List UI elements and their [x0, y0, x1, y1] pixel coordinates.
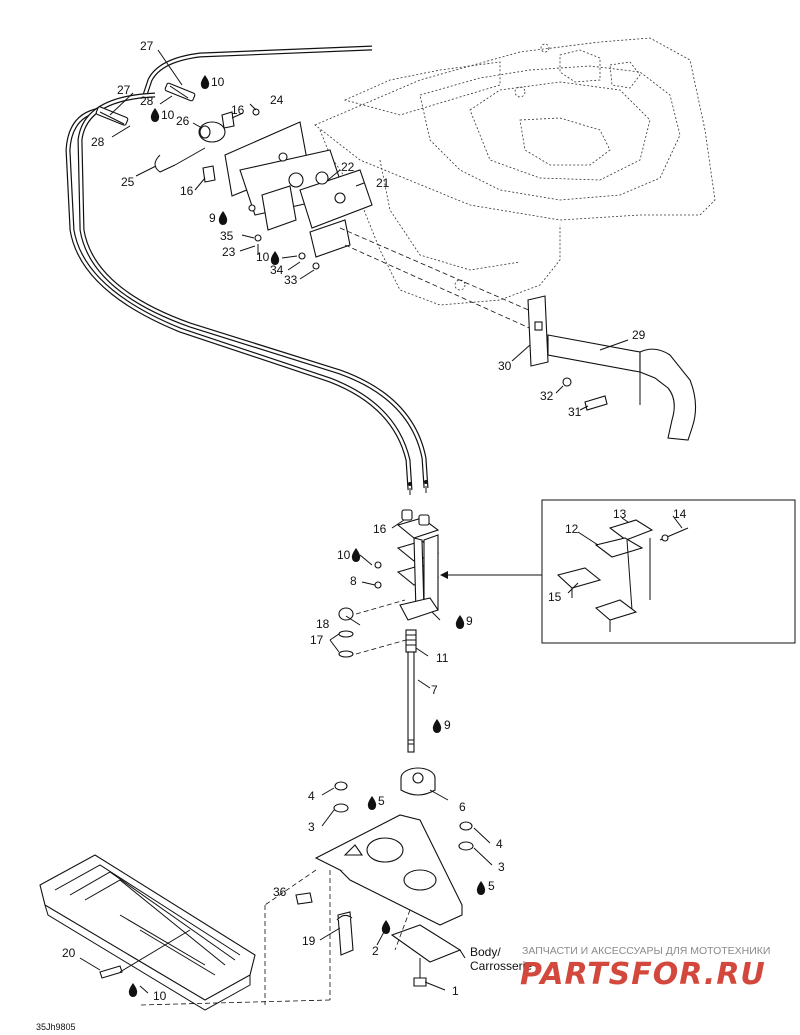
callout-30: 30 — [498, 359, 512, 373]
footrest — [39, 854, 256, 1011]
callout-12: 12 — [565, 522, 579, 536]
middle-bracket — [329, 509, 542, 753]
callout-10: 10 — [161, 108, 175, 122]
callout-3: 3 — [498, 860, 505, 874]
cable-end-lower — [95, 106, 129, 126]
callout-27: 27 — [140, 39, 154, 53]
callout-33: 33 — [284, 273, 298, 287]
callout-13: 13 — [613, 507, 627, 521]
callout-10: 10 — [337, 548, 351, 562]
callout-5: 5 — [378, 794, 385, 808]
vehicle-body-outline — [314, 37, 716, 306]
callout-3: 3 — [308, 820, 315, 834]
loctite-drop-icon — [455, 615, 465, 629]
callout-9: 9 — [444, 718, 451, 732]
callout-34: 34 — [270, 263, 284, 277]
callout-16: 16 — [180, 184, 194, 198]
loctite-drop-icon — [381, 920, 391, 934]
callout-6: 6 — [459, 800, 466, 814]
watermark-brand: PARTSFOR.RU — [520, 957, 766, 992]
callout-28: 28 — [91, 135, 105, 149]
callout-31: 31 — [568, 405, 582, 419]
callout-10: 10 — [256, 250, 270, 264]
callout-4: 4 — [496, 837, 503, 851]
watermark-tagline: ЗАПЧАСТИ И АКСЕССУАРЫ ДЛЯ МОТОТЕХНИКИ — [522, 945, 770, 957]
callout-10: 10 — [153, 989, 167, 1003]
callout-25: 25 — [121, 175, 135, 189]
loctite-drop-icon — [432, 719, 442, 733]
callout-17: 17 — [310, 633, 324, 647]
shift-cables — [65, 45, 429, 495]
callout-15: 15 — [548, 590, 562, 604]
callout-11: 11 — [436, 651, 449, 665]
loctite-drop-icons — [128, 75, 486, 997]
loctite-drop-icon — [476, 881, 486, 895]
body-label: Body/ — [470, 945, 501, 959]
callout-32: 32 — [540, 389, 554, 403]
callout-8: 8 — [350, 574, 357, 588]
cable-end-upper — [164, 82, 196, 102]
callout-16: 16 — [231, 103, 245, 117]
loctite-drop-icon — [128, 983, 138, 997]
callout-21: 21 — [376, 176, 390, 190]
callout-5: 5 — [488, 879, 495, 893]
callout-28: 28 — [140, 94, 154, 108]
callout-4: 4 — [308, 789, 315, 803]
loctite-drop-icon — [270, 251, 280, 265]
callout-numbers: 27 10 27 28 10 16 24 26 28 25 16 22 21 9… — [36, 39, 687, 1032]
callout-9: 9 — [466, 614, 473, 628]
callout-14: 14 — [673, 507, 687, 521]
figure-code: 35Jh9805 — [36, 1022, 76, 1032]
loctite-drop-icon — [200, 75, 210, 89]
shifter-assembly — [154, 108, 373, 270]
watermark: ЗАПЧАСТИ И АКСЕССУАРЫ ДЛЯ МОТОТЕХНИКИ PA… — [520, 945, 770, 992]
callout-19: 19 — [302, 934, 316, 948]
carrosserie-label: Carrosserie — [470, 959, 532, 973]
callout-2: 2 — [372, 944, 379, 958]
detail-inset — [541, 499, 796, 644]
callout-leaders-upper — [109, 49, 546, 336]
loctite-drop-icon — [351, 548, 361, 562]
callout-18: 18 — [316, 617, 330, 631]
callout-10: 10 — [211, 75, 225, 89]
callout-9: 9 — [209, 211, 216, 225]
callout-29: 29 — [632, 328, 646, 342]
callout-20: 20 — [62, 946, 76, 960]
shift-lever — [511, 295, 697, 441]
loctite-drop-icon — [218, 211, 228, 225]
callout-35: 35 — [220, 229, 234, 243]
loctite-drop-icon — [150, 108, 160, 122]
callout-16: 16 — [373, 522, 387, 536]
loctite-drop-icon — [367, 796, 377, 810]
callout-26: 26 — [176, 114, 190, 128]
callout-27: 27 — [117, 83, 131, 97]
callout-7: 7 — [431, 683, 438, 697]
callout-36: 36 — [273, 885, 287, 899]
lower-pivot — [139, 767, 493, 1006]
callout-22: 22 — [341, 160, 355, 174]
callout-23: 23 — [222, 245, 236, 259]
callout-1: 1 — [452, 984, 459, 998]
callout-24: 24 — [270, 93, 284, 107]
